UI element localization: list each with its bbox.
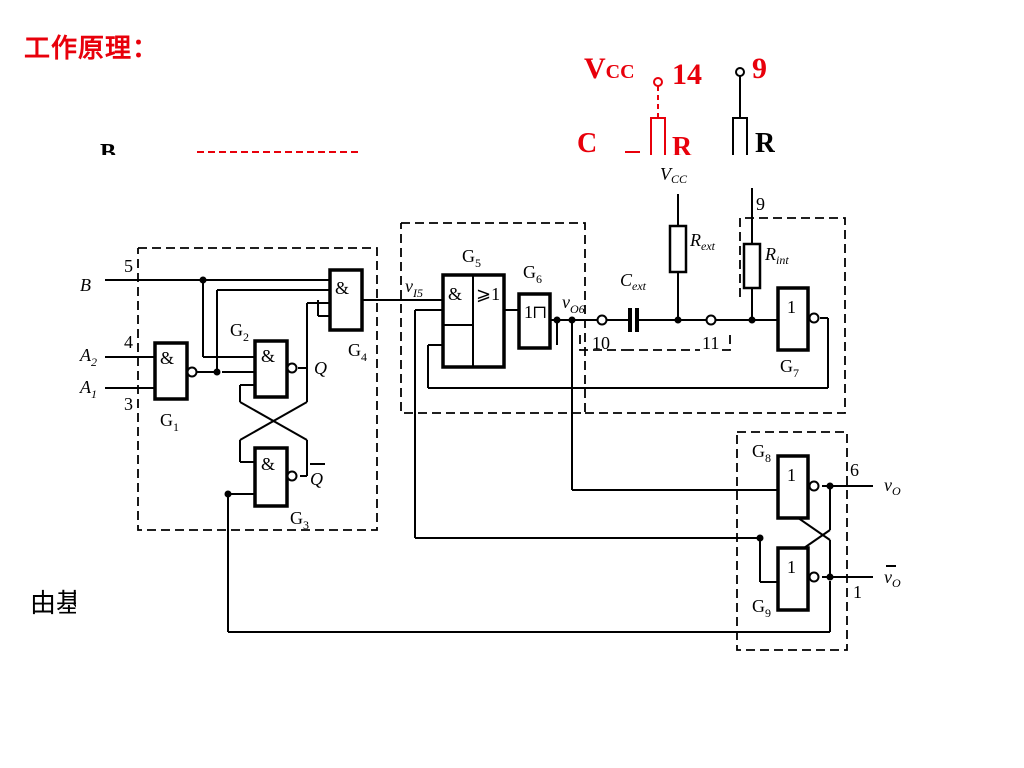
b-fragment: B [100, 140, 117, 155]
pin-5-label: 5 [124, 256, 133, 276]
gate-g1: & G1 [153, 341, 217, 434]
gate-g7: 1 G7 [776, 286, 820, 380]
svg-text:G7: G7 [780, 356, 799, 380]
svg-text:1: 1 [787, 465, 796, 485]
gate-g6: 1 ⊓ G6 vO6 [517, 262, 585, 350]
svg-text:Cext: Cext [620, 270, 647, 293]
svg-text:G2: G2 [230, 320, 249, 344]
svg-text:G8: G8 [752, 441, 771, 465]
svg-text:9: 9 [756, 194, 765, 214]
svg-text:G6: G6 [523, 262, 542, 286]
svg-text:&: & [160, 348, 174, 368]
pin-4-label: 4 [124, 332, 133, 352]
svg-text:10: 10 [592, 333, 610, 353]
svg-text:Rext: Rext [689, 230, 716, 253]
pin14-fragment: 14 [672, 58, 702, 91]
svg-text:⩾1: ⩾1 [476, 284, 500, 304]
gate-g2: & G2 Q [230, 320, 327, 399]
svg-text:1: 1 [853, 582, 862, 602]
r-fragment-2: R [755, 128, 776, 156]
svg-text:vO: vO [884, 567, 901, 590]
svg-text:G3: G3 [290, 508, 309, 532]
svg-text:&: & [261, 454, 275, 474]
svg-text:1: 1 [787, 557, 796, 577]
input-labels: B 5 A2 4 A1 3 [79, 256, 133, 414]
gate-g4: & G4 [328, 268, 367, 364]
svg-text:1: 1 [787, 297, 796, 317]
svg-text:G1: G1 [160, 410, 179, 434]
vcc-fragment: VCC [584, 52, 635, 85]
pin9-fragment: 9 [752, 52, 767, 85]
overlay-graphics [197, 67, 748, 159]
svg-text:G9: G9 [752, 596, 771, 620]
svg-text:Rint: Rint [764, 244, 789, 267]
svg-text:VCC: VCC [660, 164, 688, 186]
input-a1-label: A1 [79, 377, 97, 401]
input-a2-label: A2 [79, 345, 97, 369]
gate-g5: & ⩾1 G5 vI5 [405, 246, 506, 369]
svg-text:&: & [261, 346, 275, 366]
svg-text:6: 6 [850, 460, 859, 480]
svg-text:vO: vO [884, 475, 901, 498]
gate-g3: & G3 Q [253, 446, 325, 532]
svg-text:G5: G5 [462, 246, 481, 270]
svg-text:&: & [335, 278, 349, 298]
gate-g8: 1 G8 [752, 441, 820, 520]
r-fragment: R [672, 132, 693, 156]
bottom-text-fragment: 由基 [30, 589, 76, 619]
gate-g9: 1 G9 [752, 546, 820, 620]
slide-title: 工作原理： [24, 34, 160, 64]
pin-3-label: 3 [124, 394, 133, 414]
svg-text:1: 1 [524, 302, 533, 322]
q-label: Q [314, 358, 327, 378]
svg-text:&: & [448, 284, 462, 304]
wiring [105, 188, 873, 633]
svg-text:G4: G4 [348, 340, 367, 364]
module-boxes [137, 217, 848, 651]
input-b-label: B [80, 275, 91, 295]
c-fragment: C [577, 128, 598, 156]
svg-text:11: 11 [702, 333, 719, 353]
svg-text:vO6: vO6 [562, 292, 585, 316]
svg-text:vI5: vI5 [405, 276, 423, 300]
signal-labels: VCC Rext Rint Cext 9 10 11 6 1 vO vO [592, 164, 901, 602]
svg-text:⊓: ⊓ [532, 302, 547, 322]
qbar-label: Q [310, 469, 323, 489]
